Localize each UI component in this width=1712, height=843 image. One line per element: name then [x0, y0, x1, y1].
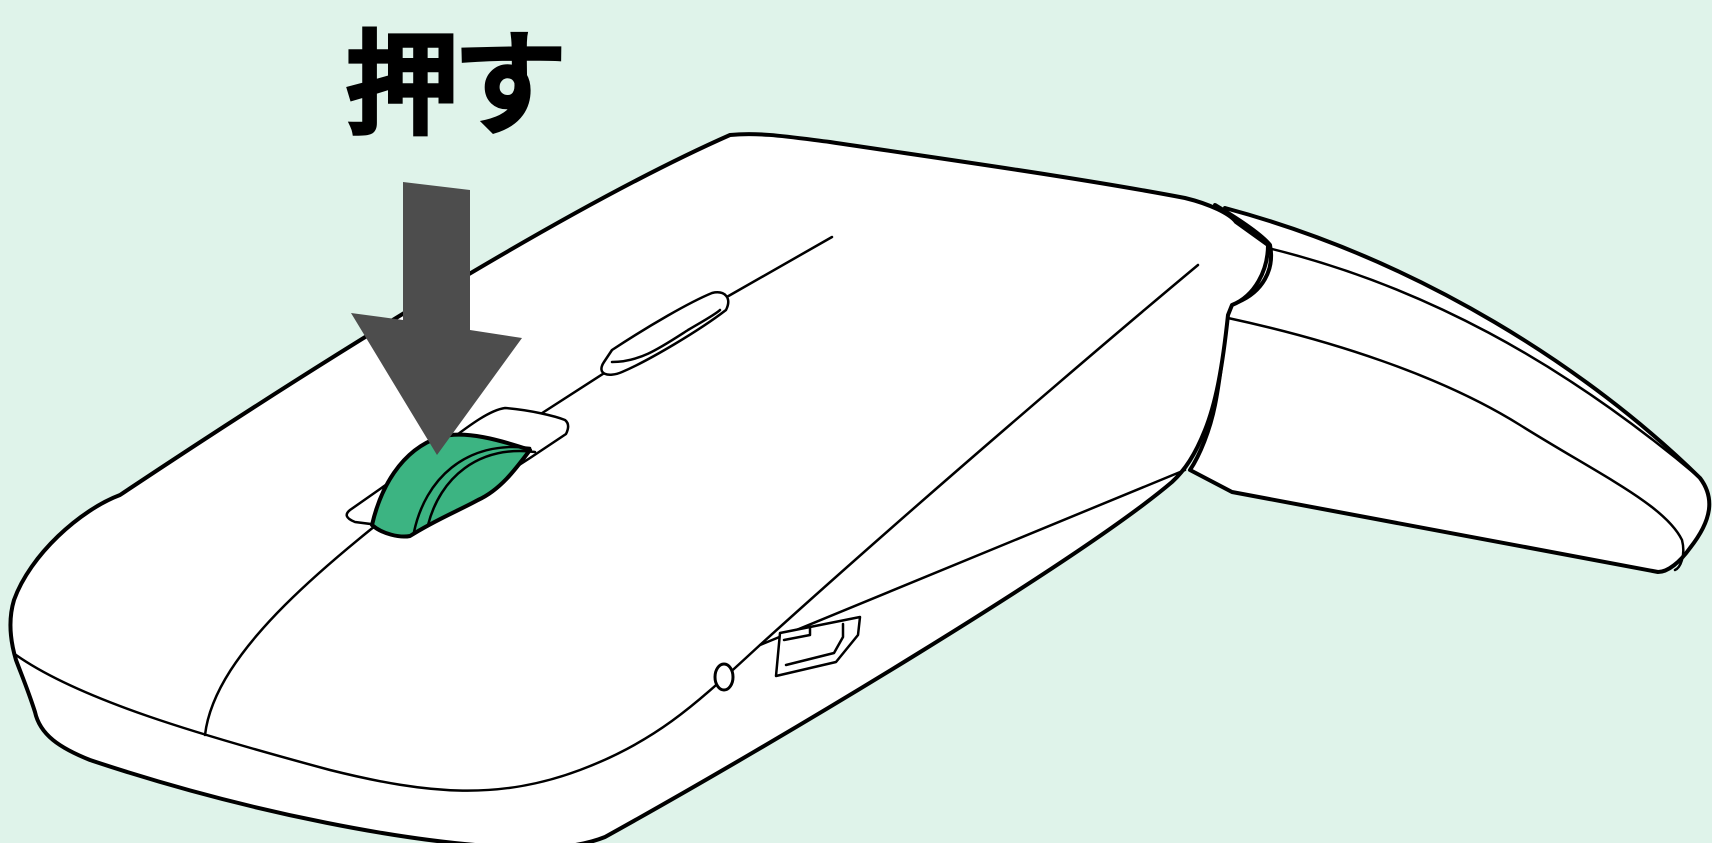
- mouse-body: [10, 134, 1268, 843]
- push-instruction-label: 押す: [346, 30, 562, 142]
- indicator-hole-icon: [715, 664, 733, 690]
